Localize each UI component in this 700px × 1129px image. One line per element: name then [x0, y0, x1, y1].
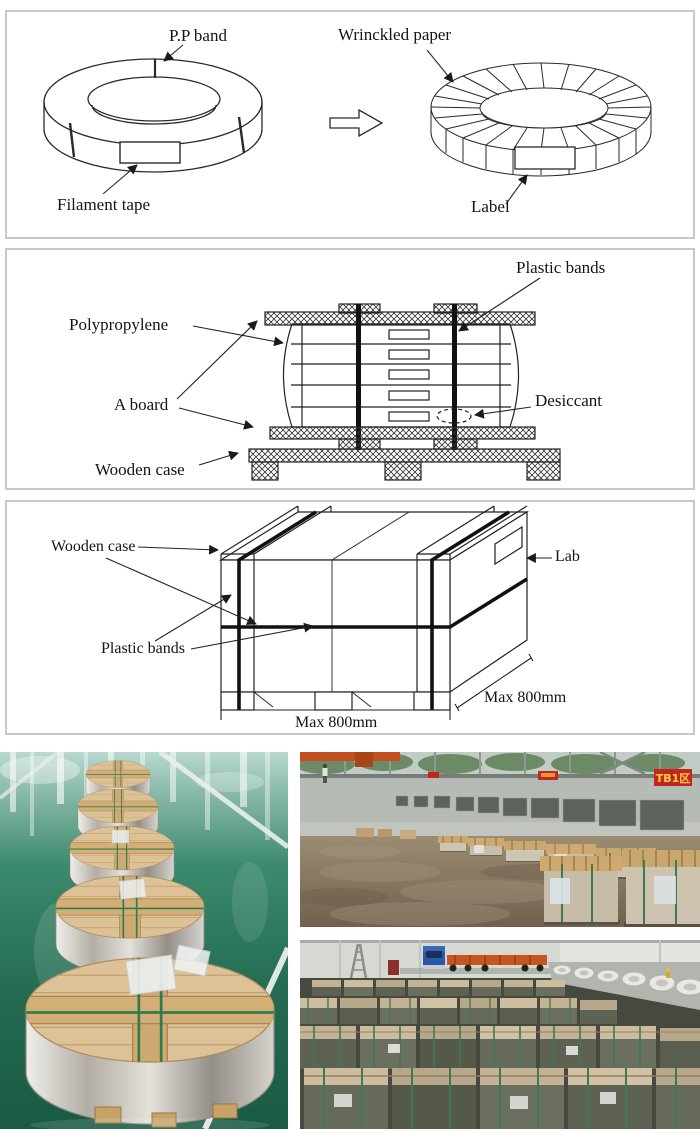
- front-pallet-left: [540, 856, 622, 925]
- pallet-row: [438, 836, 700, 927]
- desiccant-ellipse: [436, 408, 472, 424]
- max-depth-label: Max 800mm: [484, 689, 567, 706]
- pallet-packing-panel: Plastic bands Polypropylene A board Desi…: [5, 248, 695, 490]
- wall-vents: [395, 795, 685, 831]
- max-width-label: Max 800mm: [295, 714, 378, 731]
- wrapped-coil-drawing: [426, 49, 652, 205]
- case-plastic-bands-label: Plastic bands: [101, 640, 185, 657]
- coil-wrapping-panel: P.P band Filament tape Wrinckled paper L…: [5, 10, 695, 239]
- a-board-label: A board: [114, 395, 169, 414]
- wrinkled-paper-label: Wrinckled paper: [338, 25, 452, 44]
- trailer: [447, 955, 547, 965]
- pp-band-label: P.P band: [169, 26, 227, 45]
- truck: [400, 946, 550, 974]
- plastic-bands-label: Plastic bands: [516, 258, 606, 277]
- bare-coils-floor: [548, 962, 700, 1010]
- zone-sign-text: TB1区: [656, 772, 691, 785]
- plastic-band-left: [356, 304, 361, 450]
- packed-coils: [26, 761, 274, 1129]
- coil-stack: [282, 323, 520, 428]
- pallet-packing-diagram: [176, 277, 561, 481]
- case-label-label: Lab: [555, 548, 580, 565]
- zone-sign: TB1区: [654, 769, 692, 786]
- dimension-lines: [220, 653, 534, 720]
- case-label-plate: [494, 525, 523, 566]
- case-wooden-case-label: Wooden case: [51, 538, 136, 555]
- wooden-case-diagram: [105, 505, 552, 720]
- transform-arrow: [329, 108, 384, 138]
- label-rect: [514, 146, 576, 170]
- crate-rows: [300, 980, 700, 1129]
- wrinkled-paper-segments: [430, 62, 652, 152]
- polypropylene-label: Polypropylene: [69, 315, 169, 334]
- filament-tape-label: Filament tape: [57, 195, 151, 214]
- document-pouch: [125, 954, 177, 996]
- crane-beam: [300, 752, 400, 761]
- coil-wrapping-diagram: [43, 44, 652, 205]
- worker-figure: [322, 763, 328, 783]
- case-plastic-bands: [221, 510, 528, 710]
- photo-warehouse-aisle: TB1区: [300, 752, 700, 927]
- photo-coil-row: [0, 752, 288, 1129]
- fire-cabinet: [388, 960, 399, 975]
- wooden-case-label: Wooden case: [95, 460, 185, 479]
- distant-pallets: [356, 828, 416, 839]
- wooden-case-panel: Wooden case Plastic bands Lab Max 800mm …: [5, 500, 695, 735]
- desiccant-label: Desiccant: [535, 391, 603, 410]
- top-board: [264, 311, 536, 326]
- bare-coil-drawing: [43, 44, 263, 195]
- bottom-board: [269, 426, 536, 440]
- label-label: Label: [471, 197, 510, 216]
- filament-tape-rect: [119, 141, 181, 164]
- front-pallet-right: [622, 850, 700, 927]
- photo-packed-crates: [300, 940, 700, 1129]
- plastic-band-right: [452, 304, 457, 450]
- pallet: [248, 448, 561, 481]
